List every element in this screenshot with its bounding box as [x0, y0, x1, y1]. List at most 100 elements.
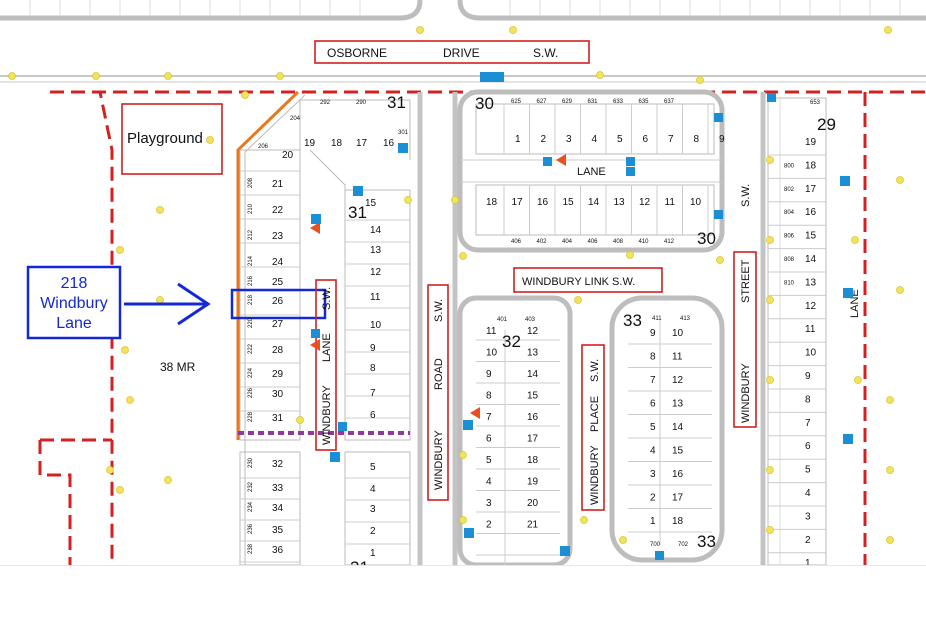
lot-b32-right: 20: [527, 498, 539, 509]
lane-north-label: LANE: [577, 166, 606, 178]
streetlight-dot: [164, 476, 172, 484]
windbury-place: WINDBURY PLACE S.W.: [581, 344, 605, 511]
house-number: 224: [248, 367, 254, 378]
lot-top30: 3: [566, 134, 572, 145]
house-number: 413: [680, 316, 691, 322]
service-marker: [311, 214, 321, 224]
streetlight-dot: [854, 376, 862, 384]
lot-b32-left: 10: [486, 348, 498, 359]
lot-col1: 28: [272, 345, 284, 356]
lot-top30: 5: [617, 134, 623, 145]
windbury-street: WINDBURY STREET S.W.: [733, 92, 766, 565]
house-number: 222: [248, 343, 254, 354]
house-number: 653: [810, 100, 821, 106]
lot-col1: 29: [272, 369, 284, 380]
streetlight-dot: [626, 251, 634, 259]
lot-col2: 15: [365, 198, 377, 209]
house-number: 702: [678, 542, 689, 548]
service-marker: [560, 546, 570, 556]
house-number: 403: [525, 317, 536, 323]
streetlight-dot: [276, 72, 284, 80]
lot-east: 15: [805, 231, 817, 242]
callout-line-2: Windbury: [40, 295, 108, 312]
windbury-road-label-1: WINDBURY: [433, 430, 445, 490]
house-number: 635: [639, 99, 650, 105]
house-number: 406: [588, 239, 599, 245]
streetlight-dot: [766, 376, 774, 384]
house-number: 238: [248, 543, 254, 554]
house-number: 204: [290, 116, 301, 122]
streetlight-dot: [884, 26, 892, 34]
house-number: 218: [248, 294, 254, 305]
streetlight-dot: [896, 286, 904, 294]
streetlight-dot: [92, 72, 100, 80]
lot-col1: 32: [272, 459, 284, 470]
house-number: 808: [784, 257, 795, 263]
house-number: 627: [537, 99, 548, 105]
streetlight-dot: [296, 416, 304, 424]
streetlight-dot: [716, 256, 724, 264]
lot-east: 7: [805, 418, 811, 429]
lot-b33-left: 6: [650, 399, 656, 410]
block-29: LANE: [767, 97, 861, 565]
lot-top30: 1: [515, 134, 521, 145]
house-number: 637: [664, 99, 675, 105]
lot-b33-left: 1: [650, 516, 656, 527]
streetlight-dot: [459, 252, 467, 260]
lot-col1: 23: [272, 231, 284, 242]
lot-numbers: 2021222324252627282930313233343536151413…: [272, 134, 817, 565]
lot-b33-left: 3: [650, 469, 656, 480]
house-numbers: 2082102122142162182202222242262282302322…: [248, 99, 821, 554]
streetlight-dot: [896, 176, 904, 184]
windbury-place-label-2: PLACE: [589, 396, 601, 432]
highlight-lot-218: [230, 288, 327, 320]
lot-east: 12: [805, 301, 817, 312]
house-number: 412: [664, 239, 675, 245]
house-number: 301: [398, 130, 409, 136]
house-number: 700: [650, 542, 661, 548]
streetlight-dots: [8, 26, 904, 544]
house-number: 633: [613, 99, 624, 105]
callout-line-3: Lane: [56, 315, 92, 332]
house-number: 236: [248, 523, 254, 534]
lot-col1: 25: [272, 277, 284, 288]
house-number: 214: [248, 255, 254, 266]
lot-top31: 16: [383, 138, 395, 149]
lot-col1: 30: [272, 389, 284, 400]
house-number: 631: [588, 99, 599, 105]
block-33: [609, 295, 725, 563]
playground-label: Playground: [127, 130, 203, 147]
orange-triangle-icon: [470, 407, 480, 419]
callout-arrow-head-icon: [177, 282, 211, 326]
house-number: 208: [248, 177, 254, 188]
lot-top30: 6: [643, 134, 649, 145]
block-31-number: 31: [387, 93, 406, 112]
windbury-lane: WINDBURY LANE S.W.: [315, 279, 337, 451]
house-number: 220: [248, 317, 254, 328]
lot-b32-left: 11: [486, 326, 497, 337]
windbury-link: WINDBURY LINK S.W.: [513, 267, 663, 293]
subdivision-map: OSBORNE DRIVE S.W. Playground 38 MR WIND…: [0, 0, 926, 565]
lot-b32-right: 16: [527, 412, 539, 423]
lot-col1: 34: [272, 503, 284, 514]
streetlight-dot: [164, 72, 172, 80]
lot-col2: 8: [370, 363, 376, 374]
lot-b33-right: 11: [672, 352, 683, 363]
lot-b33-left: 8: [650, 352, 656, 363]
service-marker: [626, 157, 635, 166]
windbury-place-label-1: WINDBURY: [589, 445, 601, 505]
lot-east: 17: [805, 184, 817, 195]
lot-col1: 20: [282, 150, 294, 161]
lot-east: 18: [805, 160, 817, 171]
block-30-number-2: 30: [697, 229, 716, 248]
streetlight-dot: [416, 26, 424, 34]
service-marker: [714, 113, 723, 122]
block-30-number: 30: [475, 94, 494, 113]
osborne-drive-label-box: [314, 40, 590, 64]
house-number: 625: [511, 99, 522, 105]
block-33-number: 33: [623, 311, 642, 330]
block-29-number: 29: [817, 115, 836, 134]
block-32-number: 32: [502, 332, 521, 351]
lot-col2: 1: [370, 548, 376, 559]
osborne-label-3: S.W.: [533, 46, 558, 60]
